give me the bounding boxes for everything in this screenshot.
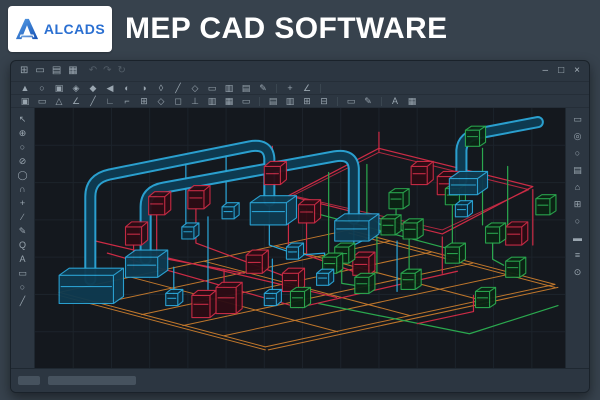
undo-icon[interactable]: ↶ bbox=[88, 65, 98, 76]
horizontal-scrollbar[interactable] bbox=[48, 376, 136, 385]
refresh-icon[interactable]: ↻ bbox=[117, 65, 126, 76]
minimize-button[interactable]: – bbox=[542, 65, 549, 76]
properties-panel-icon[interactable]: ▭ bbox=[573, 114, 582, 124]
region-tool-icon[interactable]: ▣ bbox=[54, 82, 64, 93]
home-icon[interactable]: ⌂ bbox=[574, 182, 581, 192]
square-corner-icon[interactable]: ▣ bbox=[20, 95, 30, 106]
drawing-canvas[interactable] bbox=[35, 108, 565, 368]
separator bbox=[337, 96, 338, 106]
layers-icon[interactable]: ▤ bbox=[268, 95, 278, 106]
circle-ref-icon[interactable]: ○ bbox=[574, 148, 581, 158]
alcads-logo: ALCADS bbox=[8, 5, 112, 52]
line-tool-icon[interactable]: ╱ bbox=[175, 82, 181, 93]
move-icon[interactable]: ⊕ bbox=[18, 128, 27, 138]
layers-panel-icon[interactable]: ▤ bbox=[573, 165, 582, 175]
snap-icon[interactable]: ◎ bbox=[573, 131, 582, 141]
close-button[interactable]: × bbox=[574, 65, 580, 76]
titlebar-left-icons: ⊞ ▭ ▤ ▦ bbox=[20, 66, 78, 76]
rows-tool-icon[interactable]: ▤ bbox=[241, 82, 251, 93]
panel-icon[interactable]: ▥ bbox=[207, 95, 217, 106]
diamond-tool-icon[interactable]: ◈ bbox=[72, 82, 80, 93]
ellipse-icon[interactable]: ◯ bbox=[17, 170, 28, 180]
diagonal-icon[interactable]: ╱ bbox=[90, 95, 96, 106]
window-titlebar: ⊞ ▭ ▤ ▦ ↶ ↷ ↻ –□ × bbox=[11, 61, 589, 81]
frame-tool-icon[interactable]: ▭ bbox=[207, 82, 217, 93]
node-tool-icon[interactable]: ○ bbox=[39, 82, 45, 93]
separator bbox=[381, 96, 382, 106]
solid-tool-icon[interactable]: ◆ bbox=[89, 82, 97, 93]
move-tool-icon[interactable]: + bbox=[287, 82, 293, 93]
page-title: MEP CAD SOFTWARE bbox=[125, 11, 448, 45]
titlebar-history-icons: ↶ ↷ ↻ bbox=[89, 66, 126, 76]
window-controls: –□ × bbox=[543, 66, 580, 76]
window-statusbar bbox=[11, 368, 589, 392]
triangle-icon[interactable]: △ bbox=[55, 95, 63, 106]
right-tool-palette: ▭ ◎ ○ ▤ ⌂ ⊞ ○ ▬ ≡ ⊙ bbox=[565, 108, 589, 368]
corner-icon[interactable]: ⌐ bbox=[124, 95, 130, 106]
mep-isometric-drawing bbox=[35, 108, 565, 368]
toolbar-row-1: ▲ ○ ▣ ◈ ◆ ◀ ◐ ◑ ◊ ╱ ◇ ▭ ▥ ▤ ✎ + ∠ bbox=[11, 81, 589, 94]
cad-app-window: ⊞▭▤▦ ↶↷↻ –□× ▲○▣◈◆◀◐◑◊╱◇▭▥▤✎+∠ ▣▭△∠╱∟⌐⊞◇… bbox=[10, 60, 590, 393]
rectangle-icon[interactable]: ▭ bbox=[37, 95, 47, 106]
grid-icon[interactable]: ⊞ bbox=[140, 95, 148, 106]
pencil-icon[interactable]: ✎ bbox=[18, 226, 27, 236]
lozenge-tool-icon[interactable]: ◊ bbox=[158, 82, 164, 93]
select-tool-icon[interactable]: ▲ bbox=[20, 82, 30, 93]
new-window-icon[interactable]: ▭ bbox=[35, 65, 45, 76]
text-tool-icon[interactable]: A bbox=[19, 254, 26, 264]
diamond2-icon[interactable]: ◇ bbox=[157, 95, 165, 106]
hatch-icon[interactable]: ▦ bbox=[224, 95, 234, 106]
viewports-icon[interactable]: ⊞ bbox=[573, 199, 582, 209]
invert-tool-icon[interactable]: ◑ bbox=[141, 82, 147, 93]
toolbar-row-2: ▣ ▭ △ ∠ ╱ ∟ ⌐ ⊞ ◇ ◻ ⊥ ▥ ▦ ▭ ▤ ▥ ⊞ ⊟ ▭ ✎ A ▦ bbox=[11, 94, 589, 107]
maximize-button[interactable]: □ bbox=[558, 65, 565, 76]
info-icon[interactable]: ⊙ bbox=[573, 267, 582, 277]
circle-icon[interactable]: ○ bbox=[19, 142, 26, 152]
perpendicular-icon[interactable]: ⊥ bbox=[191, 95, 199, 106]
save-all-icon[interactable]: ▦ bbox=[68, 65, 78, 76]
status-button[interactable] bbox=[18, 376, 40, 385]
polygon-tool-icon[interactable]: ○ bbox=[19, 282, 26, 292]
box-icon[interactable]: ◻ bbox=[174, 95, 182, 106]
contrast-tool-icon[interactable]: ◐ bbox=[124, 82, 130, 93]
viewport-icon[interactable]: ▭ bbox=[346, 95, 356, 106]
redo-icon[interactable]: ↷ bbox=[103, 65, 112, 76]
separator bbox=[320, 83, 321, 93]
bar-icon[interactable]: ▭ bbox=[241, 95, 251, 106]
crosshair-icon[interactable]: + bbox=[19, 198, 26, 208]
arc-icon[interactable]: ∩ bbox=[19, 184, 26, 194]
alcads-logo-icon bbox=[15, 18, 38, 39]
osnap-icon[interactable]: ○ bbox=[574, 216, 581, 226]
comments-icon[interactable]: ▬ bbox=[573, 233, 582, 243]
angle-tool-icon[interactable]: ∠ bbox=[302, 82, 312, 93]
pointer-icon[interactable]: ↖ bbox=[18, 114, 27, 124]
annotate-icon[interactable]: ✎ bbox=[364, 95, 372, 106]
back-tool-icon[interactable]: ◀ bbox=[106, 82, 114, 93]
right-angle-icon[interactable]: ∟ bbox=[105, 95, 115, 106]
detail-icon[interactable]: ▥ bbox=[285, 95, 295, 106]
polyline-icon[interactable]: ∕ bbox=[21, 212, 24, 222]
text-icon[interactable]: A bbox=[391, 95, 398, 106]
list-panel-icon[interactable]: ≡ bbox=[574, 250, 581, 260]
zoom-icon[interactable]: Q bbox=[18, 240, 26, 250]
separator bbox=[276, 83, 277, 93]
window-grid-icon[interactable]: ⊞ bbox=[303, 95, 311, 106]
segment-tool-icon[interactable]: ╱ bbox=[19, 296, 26, 306]
angle-icon[interactable]: ∠ bbox=[71, 95, 81, 106]
save-icon[interactable]: ▤ bbox=[51, 65, 62, 76]
grid-view-icon[interactable]: ⊞ bbox=[20, 65, 29, 76]
tangent-line-icon[interactable]: ⊘ bbox=[18, 156, 27, 166]
brand-text: ALCADS bbox=[43, 20, 106, 37]
page-header: ALCADS MEP CAD SOFTWARE bbox=[0, 0, 600, 57]
rectangle-tool-icon[interactable]: ▭ bbox=[18, 268, 27, 278]
pen-tool-icon[interactable]: ✎ bbox=[259, 82, 267, 93]
separator bbox=[259, 96, 260, 106]
table-icon[interactable]: ▦ bbox=[407, 95, 417, 106]
panel-tool-icon[interactable]: ▥ bbox=[224, 82, 234, 93]
outline-tool-icon[interactable]: ◇ bbox=[191, 82, 199, 93]
window-split-icon[interactable]: ⊟ bbox=[320, 95, 328, 106]
